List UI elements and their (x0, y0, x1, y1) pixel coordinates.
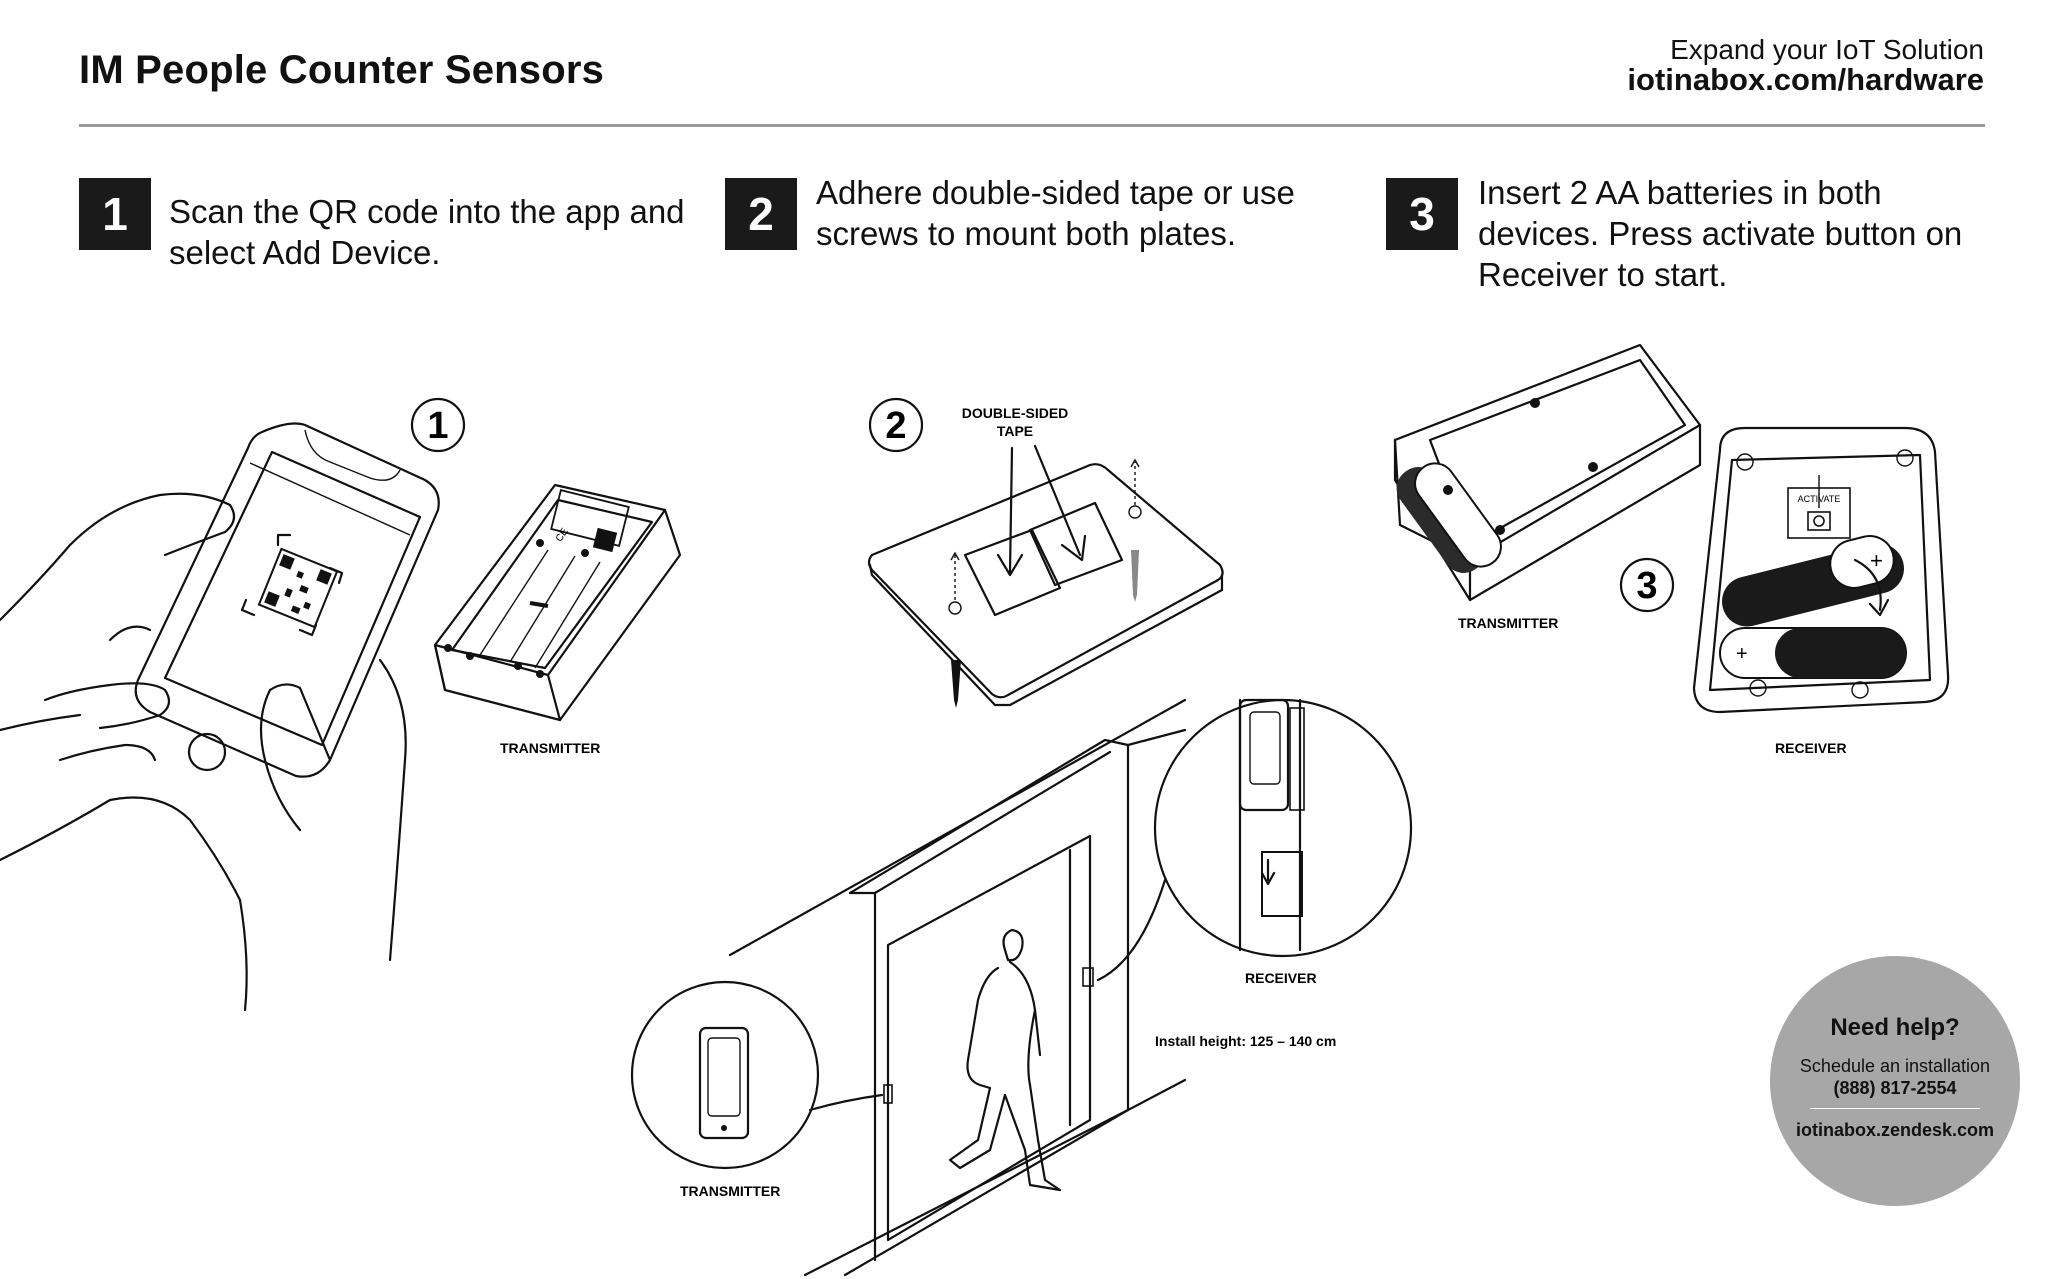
screw-icon (951, 550, 1139, 708)
transmitter-label-1: TRANSMITTER (500, 740, 600, 756)
svg-text:+: + (1736, 643, 1748, 665)
help-divider (1810, 1108, 1980, 1109)
qr-code-icon (240, 533, 344, 637)
transmitter-label-3: TRANSMITTER (1458, 615, 1558, 631)
callout-2-number: 2 (885, 405, 906, 447)
mounting-plate (867, 463, 1224, 707)
step-2-text: Adhere double-sided tape or use screws t… (816, 174, 1295, 252)
step-3-text: Insert 2 AA batteries in both devices. P… (1478, 174, 1963, 293)
install-height-label: Install height: 125 – 140 cm (1155, 1033, 1336, 1049)
transmitter-device-1: CE (433, 483, 682, 722)
help-schedule-text: Schedule an installation (1799, 1056, 1991, 1076)
step-3-number: 3 (1386, 178, 1458, 250)
help-site-link[interactable]: iotinabox.zendesk.com (1795, 1120, 1995, 1140)
step-1-text: Scan the QR code into the app and select… (169, 193, 685, 271)
help-badge: Need help? Schedule an installation (888… (1770, 956, 2020, 1206)
svg-text:CE: CE (554, 526, 571, 544)
callout-1-number: 1 (427, 405, 448, 447)
help-title: Need help? (1830, 1014, 1960, 1041)
header-tagline: Expand your IoT Solution (1670, 34, 1984, 65)
receiver-zoom-callout (1082, 698, 1413, 987)
transmitter-device-3 (1393, 343, 1702, 602)
callout-3-number: 3 (1636, 565, 1657, 607)
header-url-link[interactable]: iotinabox.com/hardware (1627, 62, 1984, 97)
svg-text:+: + (1870, 548, 1883, 573)
phone-illustration (0, 422, 440, 1012)
transmitter-zoom-callout (630, 980, 893, 1170)
doorway-scene (728, 698, 1187, 1277)
step-2-number: 2 (725, 178, 797, 250)
step-1-number: 1 (79, 178, 151, 250)
tape-label-line2: TAPE (997, 423, 1033, 439)
receiver-label-3: RECEIVER (1775, 740, 1847, 756)
receiver-device-3: ACTIVATE + + (1692, 426, 1950, 714)
tape-label-line1: DOUBLE-SIDED (962, 405, 1069, 421)
help-phone-link[interactable]: (888) 817-2554 (1833, 1078, 1957, 1098)
transmitter-door-label: TRANSMITTER (680, 1183, 780, 1199)
header-divider (79, 124, 1985, 127)
receiver-door-label: RECEIVER (1245, 970, 1317, 986)
page-title: IM People Counter Sensors (79, 48, 605, 92)
